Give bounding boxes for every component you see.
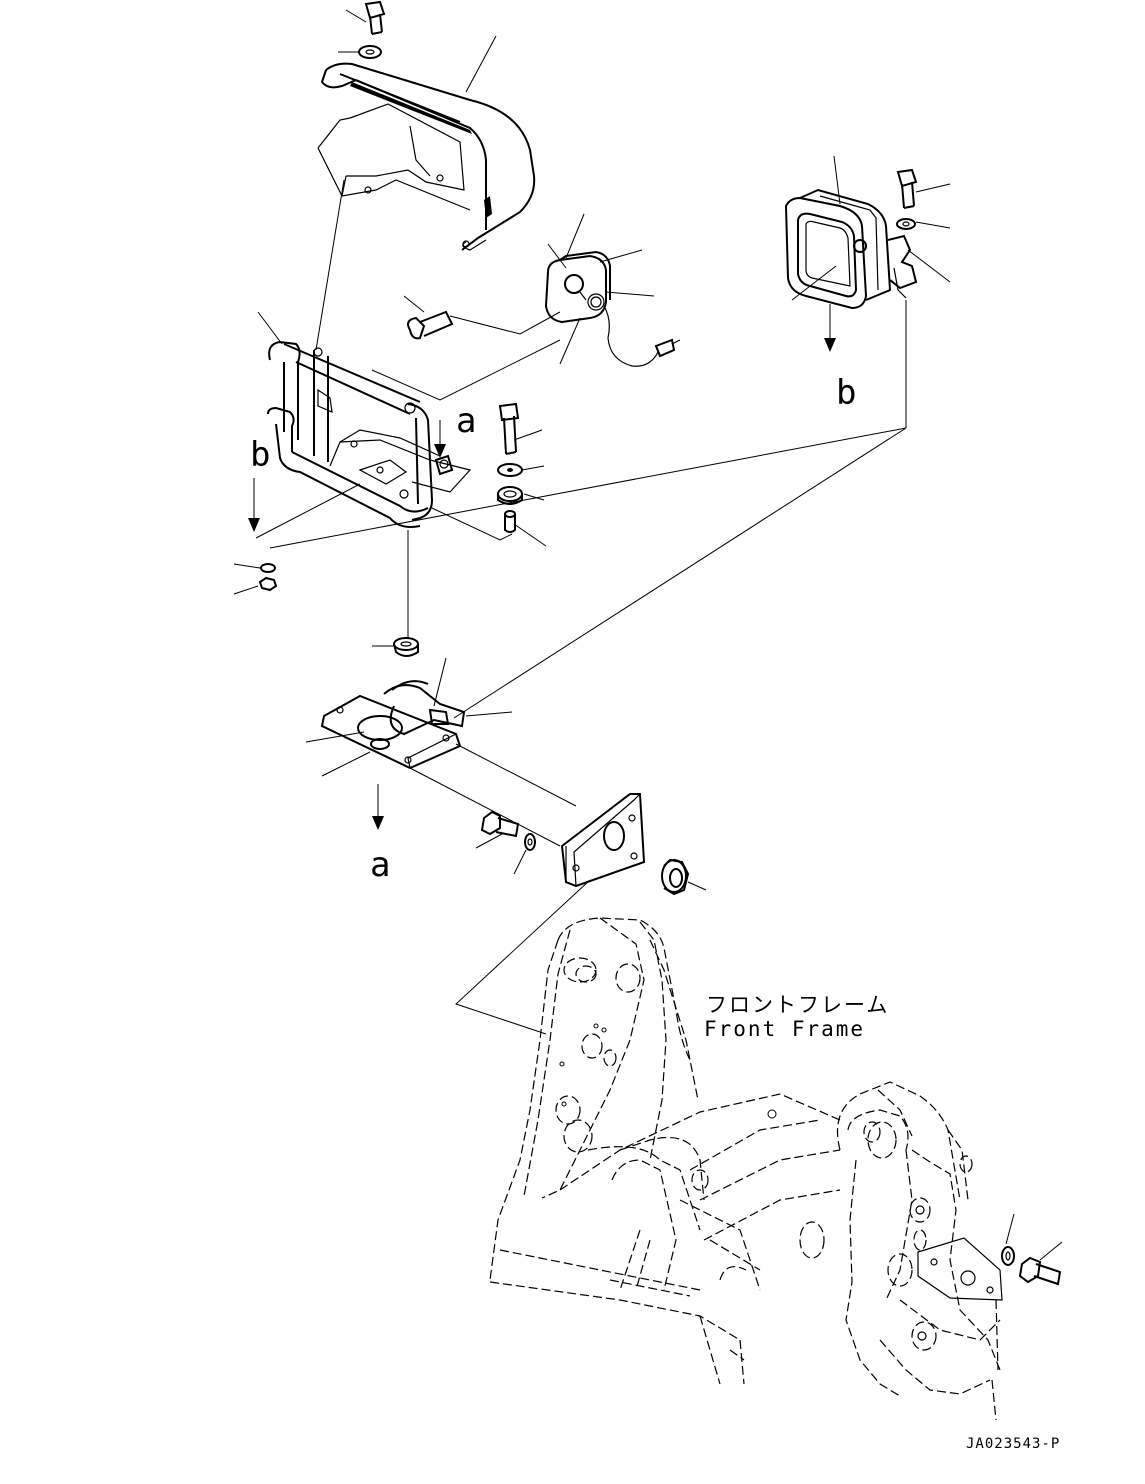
view-arrow-b-left — [248, 478, 260, 532]
front-frame-label-japanese: フロントフレーム — [706, 993, 889, 1017]
large-lamp-bolt — [896, 168, 951, 209]
lamp-bracket-plate — [560, 793, 646, 888]
plate-rubber-mount — [372, 637, 419, 657]
lamp-guard-frame — [257, 179, 472, 528]
view-arrow-a-lower — [372, 784, 384, 830]
front-frame-label-english: Front Frame — [704, 1017, 865, 1041]
frame-mount-rubber-cushion — [497, 486, 545, 505]
top-bolt — [345, 0, 386, 35]
large-work-lamp — [784, 155, 951, 352]
frame-mount-washer — [497, 463, 545, 477]
view-label-b-upper: b — [836, 373, 856, 413]
top-washer — [338, 45, 382, 59]
small-work-lamp — [544, 213, 681, 367]
lamp-mounting-bolt — [403, 295, 561, 340]
view-label-a-upper: a — [456, 401, 476, 441]
frame-mount-bolt — [498, 402, 543, 455]
bracket-bolt — [475, 810, 520, 849]
bracket-washer — [513, 833, 536, 875]
view-label-a-lower: a — [370, 845, 390, 885]
view-arrow-a-upper — [434, 420, 446, 458]
large-lamp-washer — [896, 218, 951, 230]
frame-side-bolt — [1018, 1241, 1063, 1286]
leader-lines-b — [255, 300, 907, 549]
left-washer — [233, 563, 276, 573]
frame-side-washer — [1001, 1213, 1015, 1266]
leader-lines-lamp — [371, 339, 561, 401]
bracket-to-frame-leader — [455, 879, 591, 1035]
bracket-nut — [661, 858, 707, 896]
view-label-b-lower: b — [250, 435, 270, 475]
frame-mount-collar — [431, 507, 547, 547]
plate-to-bracket-lines — [409, 743, 577, 847]
drawing-code: JA023543-P — [966, 1436, 1060, 1452]
light-hood-cover — [317, 35, 536, 251]
left-nut — [233, 576, 278, 595]
lamp-mount-plate — [305, 427, 907, 777]
front-frame — [489, 917, 1003, 1421]
